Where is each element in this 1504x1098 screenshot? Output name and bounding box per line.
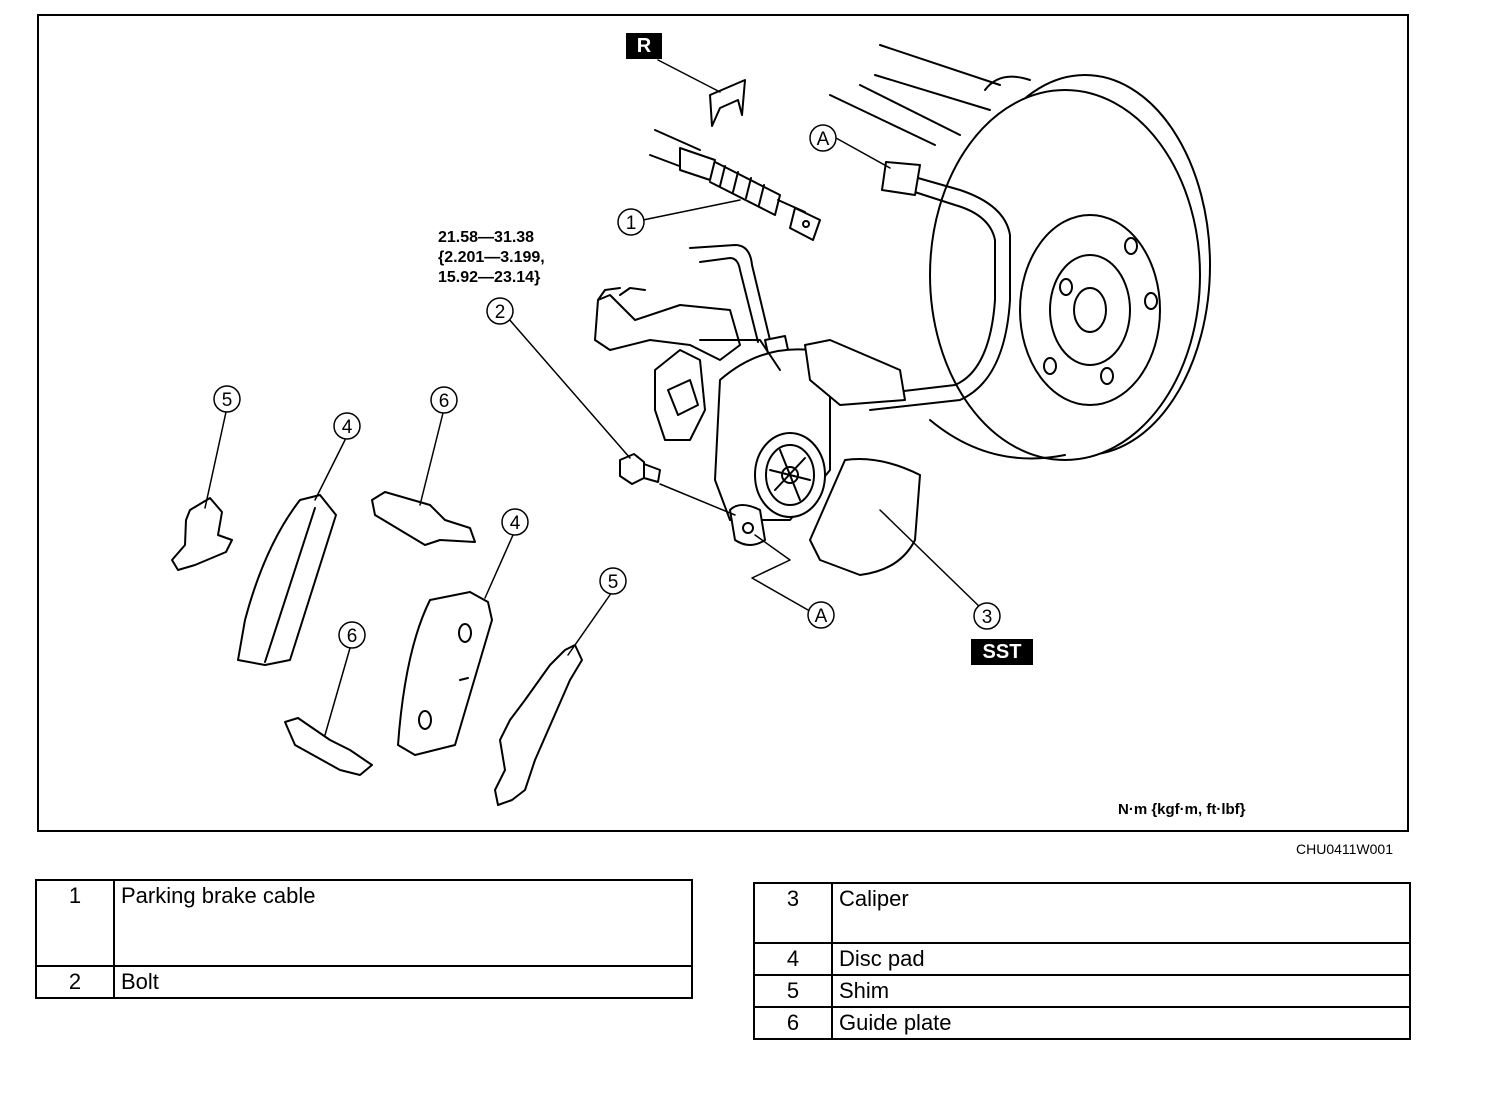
caliper-bracket: [594, 287, 741, 361]
torque-spec: 21.58—31.38 {2.201—3.199, 15.92—23.14}: [438, 228, 545, 288]
special-tool-tag: SST: [971, 639, 1033, 665]
callout-3-label: 3: [982, 607, 993, 628]
torque-line-3: 15.92—23.14}: [438, 269, 541, 286]
disc-pad-outer: [237, 494, 337, 666]
callout-1-label: 1: [626, 213, 637, 234]
callout-a-upper-label: A: [817, 129, 830, 150]
parking-brake-cable: [649, 129, 821, 241]
table-row: 4 Disc pad: [753, 942, 1411, 976]
legend-number: 2: [35, 965, 115, 999]
exploded-view-illustration: 1 2 3 4 4 5 5 6 6 A A: [171, 44, 1211, 806]
callout-6b: [338, 621, 366, 649]
table-row: 6 Guide plate: [753, 1006, 1411, 1040]
disc-pad-inner: [397, 591, 493, 756]
caliper: [654, 339, 921, 576]
callout-4a-label: 4: [342, 417, 353, 438]
callouts: 1 2 3 4 4 5 5 6 6 A A: [213, 124, 1001, 649]
callout-6b-label: 6: [347, 626, 358, 647]
shim-outer: [171, 497, 233, 571]
guide-plate-lower: [284, 717, 373, 776]
legend-label: Caliper: [831, 882, 1411, 944]
legend-label: Shim: [831, 974, 1411, 1008]
callout-5a: [213, 385, 241, 413]
figure-code: CHU0411W001: [1296, 841, 1394, 857]
legend-number: 5: [753, 974, 833, 1008]
torque-line-2: {2.201—3.199,: [438, 249, 545, 266]
replace-tag: R: [626, 33, 662, 59]
callout-4b-label: 4: [510, 513, 521, 534]
units-note: N·m {kgf·m, ft·lbf}: [1118, 801, 1246, 818]
retaining-clip: [709, 79, 746, 127]
callout-6a-label: 6: [439, 391, 450, 412]
callout-5b-label: 5: [608, 572, 619, 593]
legend-number: 1: [35, 879, 115, 967]
figure-frame: [37, 14, 1409, 832]
legend-number: 4: [753, 942, 833, 976]
legend-label: Bolt: [113, 965, 693, 999]
shim-inner: [494, 644, 583, 806]
guide-plate-upper: [371, 491, 476, 546]
legend-label: Guide plate: [831, 1006, 1411, 1040]
callout-2: [486, 297, 514, 325]
callout-4a: [333, 412, 361, 440]
table-row: 5 Shim: [753, 974, 1411, 1008]
callout-2-label: 2: [495, 302, 506, 323]
legend-label: Disc pad: [831, 942, 1411, 976]
callout-a-lower: [807, 601, 835, 629]
callout-3: [973, 602, 1001, 630]
callout-1: [617, 208, 645, 236]
legend-table-left: 1 Parking brake cable 2 Bolt: [35, 879, 693, 999]
callout-6a: [430, 386, 458, 414]
callout-a-lower-label: A: [815, 606, 828, 627]
callout-a-upper: [809, 124, 837, 152]
callout-5a-label: 5: [222, 390, 233, 411]
table-row: 3 Caliper: [753, 882, 1411, 944]
torque-line-1: 21.58—31.38: [438, 229, 535, 246]
table-row: 2 Bolt: [35, 965, 693, 999]
legend-number: 3: [753, 882, 833, 944]
bolt: [619, 453, 661, 485]
legend-label: Parking brake cable: [113, 879, 693, 967]
legend-table-right: 3 Caliper 4 Disc pad 5 Shim 6 Guide plat…: [753, 882, 1411, 1040]
table-row: 1 Parking brake cable: [35, 879, 693, 967]
legend-number: 6: [753, 1006, 833, 1040]
callout-5b: [599, 567, 627, 595]
leader-lines: [204, 59, 986, 736]
callout-4b: [501, 508, 529, 536]
brake-disc: [829, 44, 1211, 461]
